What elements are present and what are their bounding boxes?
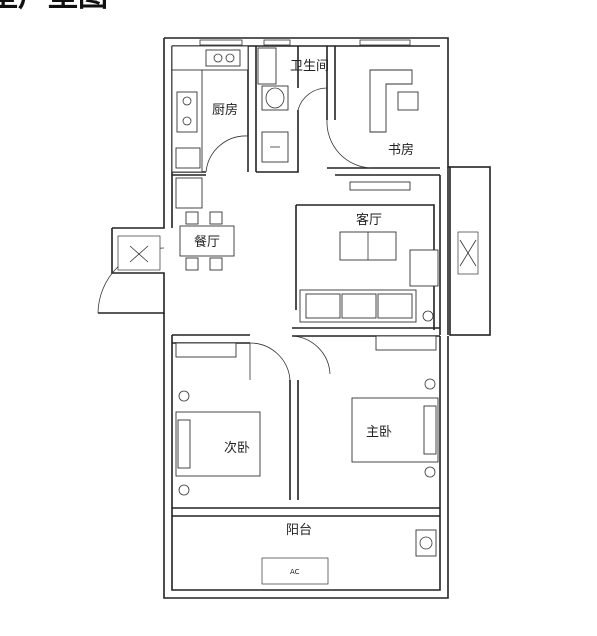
room-label-living: 客厅: [356, 212, 382, 228]
east-balcony: [449, 166, 491, 336]
ac-unit-label: AC: [290, 568, 300, 576]
room-label-master-bedroom: 主卧: [366, 425, 392, 440]
plan-title: 型户型图: [0, 0, 108, 14]
wardrobes: [175, 335, 437, 358]
kitchen-fixtures: [171, 45, 249, 173]
master-bedroom-furniture: [351, 378, 439, 478]
study-furniture: [349, 69, 419, 191]
south-balcony: AC: [261, 529, 437, 585]
room-label-balcony: 阳台: [286, 523, 312, 538]
room-label-bathroom: 卫生间: [290, 59, 329, 74]
room-label-kitchen: 厨房: [212, 102, 238, 118]
bathroom-fixtures: [257, 47, 289, 163]
living-furniture: [299, 231, 439, 323]
dining-furniture: [117, 177, 235, 271]
room-label-dining: 餐厅: [194, 234, 220, 250]
room-label-second-bedroom: 次卧: [224, 440, 250, 456]
room-label-study: 书房: [388, 142, 414, 158]
second-bedroom-furniture: [175, 390, 261, 496]
